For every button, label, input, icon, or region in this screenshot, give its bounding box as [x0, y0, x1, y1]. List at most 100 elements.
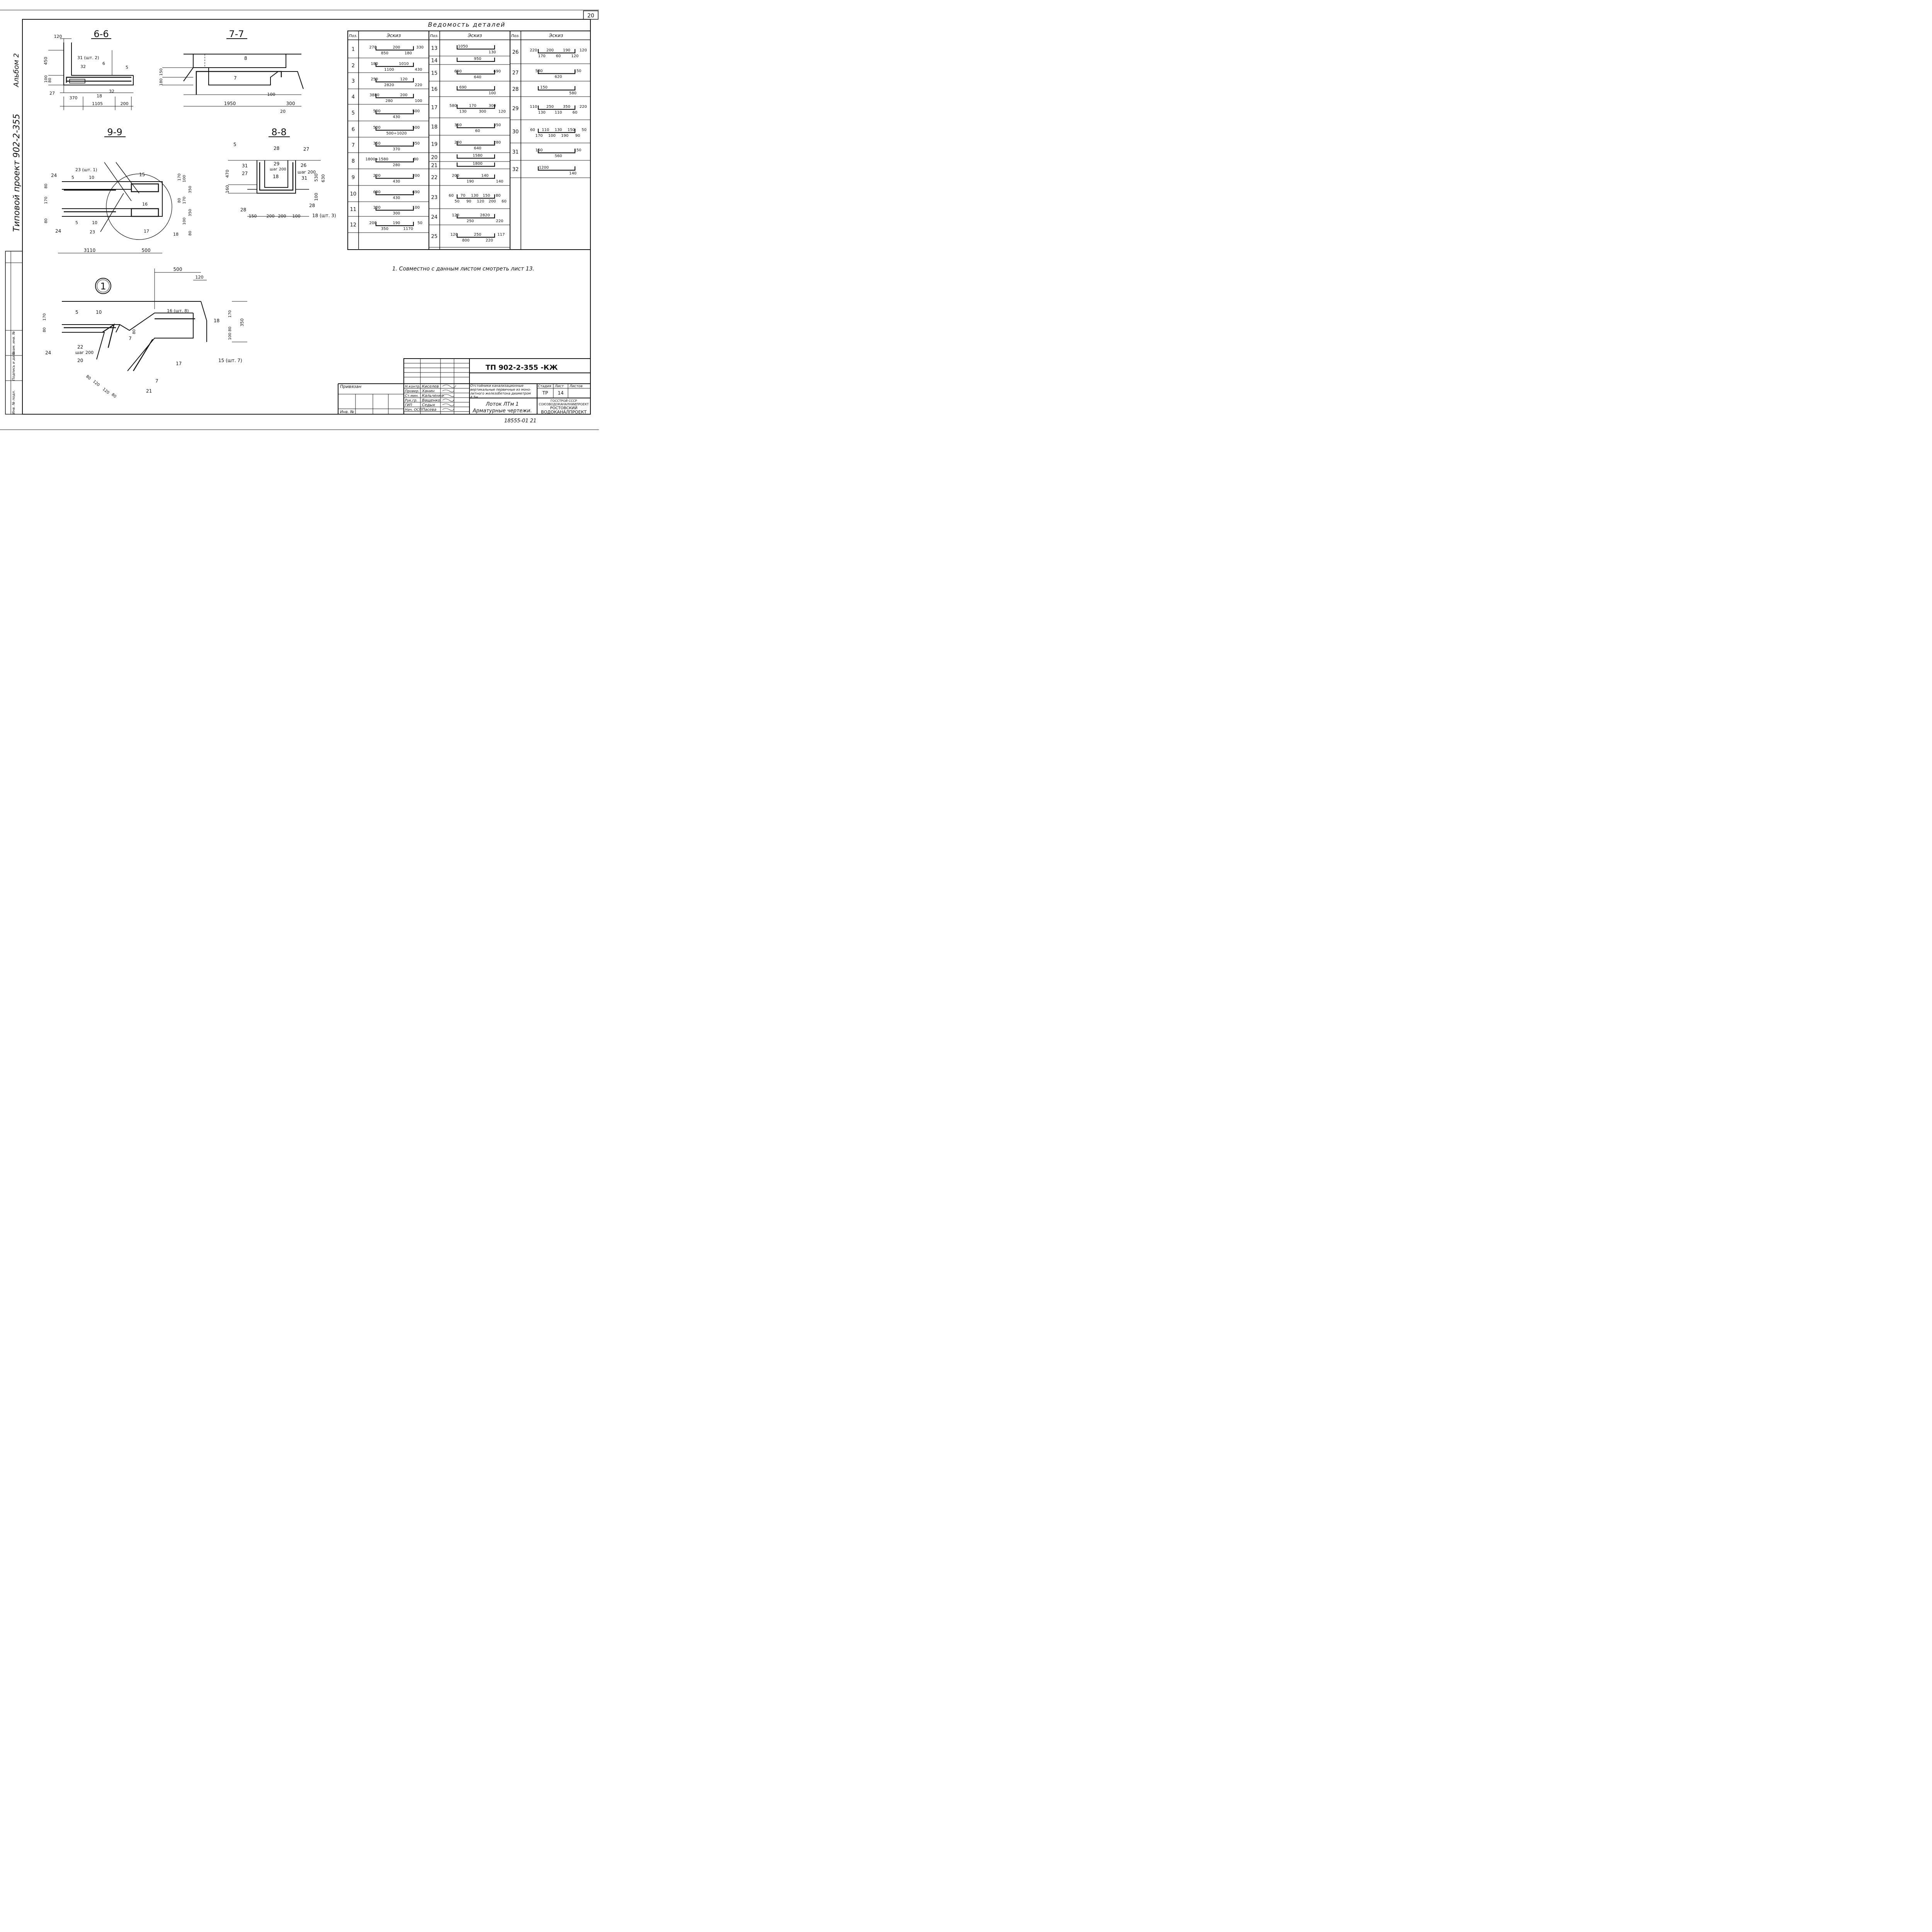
- header-pos: Поз.: [349, 34, 357, 38]
- sketch-dimension: 850: [381, 51, 388, 56]
- sketch-dimension: 220: [496, 219, 503, 223]
- node-1: 1 500 120 170 80 80 170 350 80 100 80 12…: [43, 267, 247, 399]
- sketch-dimension: 60: [475, 129, 480, 133]
- dim: 170: [182, 197, 187, 204]
- sketch-dimension: 60: [556, 54, 561, 58]
- bar-sketch: [456, 124, 495, 128]
- header-sketch: Эскиз: [468, 33, 482, 38]
- mark: 24: [45, 350, 51, 355]
- privyazan-label: Привязан: [340, 384, 361, 389]
- sketch-dimension: 200: [488, 199, 496, 204]
- bar-sketch: [537, 129, 576, 133]
- section-7-7: 7-7 150 180 100 1950 300 20 8 7: [159, 29, 304, 114]
- sketch-dimension: 100: [548, 134, 556, 138]
- mark: 31: [242, 163, 248, 168]
- mark: 27: [49, 91, 55, 96]
- position-number: 11: [350, 207, 357, 213]
- mark: 7: [155, 378, 158, 384]
- header-pos: Поз.: [511, 34, 520, 38]
- mark: 28: [274, 146, 279, 151]
- sketch-dimension: 280: [454, 141, 462, 145]
- sketch-dimension: 120: [451, 233, 458, 237]
- sketch-dimension: 3880: [369, 93, 379, 97]
- sketch-dimension: 200: [400, 93, 407, 97]
- bar-sketch: [456, 174, 495, 179]
- sketch-dimension: 500: [412, 109, 420, 114]
- sketch-dimension: 140: [481, 174, 488, 178]
- position-number: 24: [431, 214, 438, 220]
- dim: 500: [142, 248, 151, 253]
- dim: 300: [286, 101, 295, 106]
- bar-sketch: [456, 141, 495, 146]
- position-number: 8: [352, 158, 355, 164]
- drawing-name-1: Лоток ЛТм 1: [485, 401, 519, 407]
- dim: 100: [293, 214, 301, 219]
- sketch-dimension: 430: [415, 68, 422, 72]
- person-name: Пасева: [422, 408, 436, 412]
- bar-sketch: [375, 126, 414, 131]
- sketch-dimension: 430: [393, 180, 400, 184]
- sketch-dimension: 220: [486, 238, 493, 243]
- mark: 17: [176, 361, 182, 366]
- sketch-dimension: 280: [385, 99, 393, 103]
- dim: 180: [159, 78, 163, 86]
- section-9-9: 9-9 3110 500 80 170 80 170 80 100 350 17…: [44, 127, 192, 253]
- sketch-dimension: 190: [393, 221, 400, 225]
- side-stamp: Инв. № подл. Подпись и дата Взам. инв. №: [5, 251, 23, 415]
- sketch-dimension: 250: [474, 233, 481, 237]
- dim: 80: [48, 78, 52, 83]
- sketch-dimension: 140: [569, 172, 577, 176]
- position-number: 19: [431, 142, 438, 148]
- dim: 120: [92, 379, 100, 388]
- sketch-dimension: 1800÷1580: [366, 157, 388, 162]
- vedomost-title: Ведомость деталей: [428, 21, 506, 28]
- dim: 150: [159, 68, 163, 76]
- sketch-dimension: 130: [554, 128, 562, 132]
- sketch-dimension: 170: [535, 134, 543, 138]
- sketch-dimension: 90: [466, 199, 471, 204]
- dim: 80: [228, 327, 232, 332]
- mark: 21: [146, 388, 152, 394]
- sketch-dimension: 500÷1020: [386, 131, 407, 136]
- mark: 29: [274, 161, 279, 167]
- role: ГИП: [405, 403, 412, 407]
- sketch-dimension: 200: [546, 48, 554, 53]
- sketch-dimension: 350: [412, 141, 420, 146]
- dim: 80: [43, 327, 47, 332]
- mark: 22: [77, 344, 83, 350]
- dim: 200: [267, 214, 275, 219]
- dim: 170: [44, 197, 48, 204]
- position-number: 32: [512, 167, 519, 173]
- sketch-dimension: 300: [488, 104, 496, 108]
- sketch-dimension: 120: [400, 77, 407, 82]
- dim: 100: [267, 92, 276, 97]
- header-sketch: Эскиз: [549, 33, 563, 38]
- mark: 32: [109, 89, 114, 94]
- sketch-dimension: 60: [502, 199, 507, 204]
- sketch-dimension: 430: [393, 196, 400, 200]
- sketch-dimension: 120: [452, 213, 459, 218]
- project-code: ТП 902-2-355 -КЖ: [486, 364, 558, 372]
- stage-value: ТР: [542, 390, 548, 396]
- sketch-dimension: 1580: [473, 154, 482, 158]
- sketch-dimension: 117: [497, 233, 505, 237]
- drawing-name-2: Арматурные чертежи.: [472, 408, 532, 414]
- mark: 27: [242, 171, 248, 176]
- position-number: 13: [431, 46, 438, 51]
- sketch-dimension: 250: [466, 219, 474, 223]
- dim: 100: [182, 218, 187, 225]
- person-name: Ващенко: [422, 398, 440, 403]
- dim: 170: [177, 173, 182, 181]
- bar-sketch: [456, 194, 495, 199]
- position-number: 22: [431, 175, 438, 181]
- sketch-dimension: 150: [574, 69, 581, 73]
- sketch-dimension: 150: [574, 148, 581, 153]
- sketch-dimension: 60: [572, 111, 577, 115]
- role: Н.контр.: [405, 385, 420, 389]
- position-number: 3: [352, 78, 355, 84]
- section-title: 8-8: [271, 127, 286, 138]
- sketch-dimension: 2820: [480, 213, 490, 218]
- mark: 28: [309, 203, 315, 208]
- mark: 5: [75, 310, 78, 315]
- dim: 100: [228, 333, 232, 340]
